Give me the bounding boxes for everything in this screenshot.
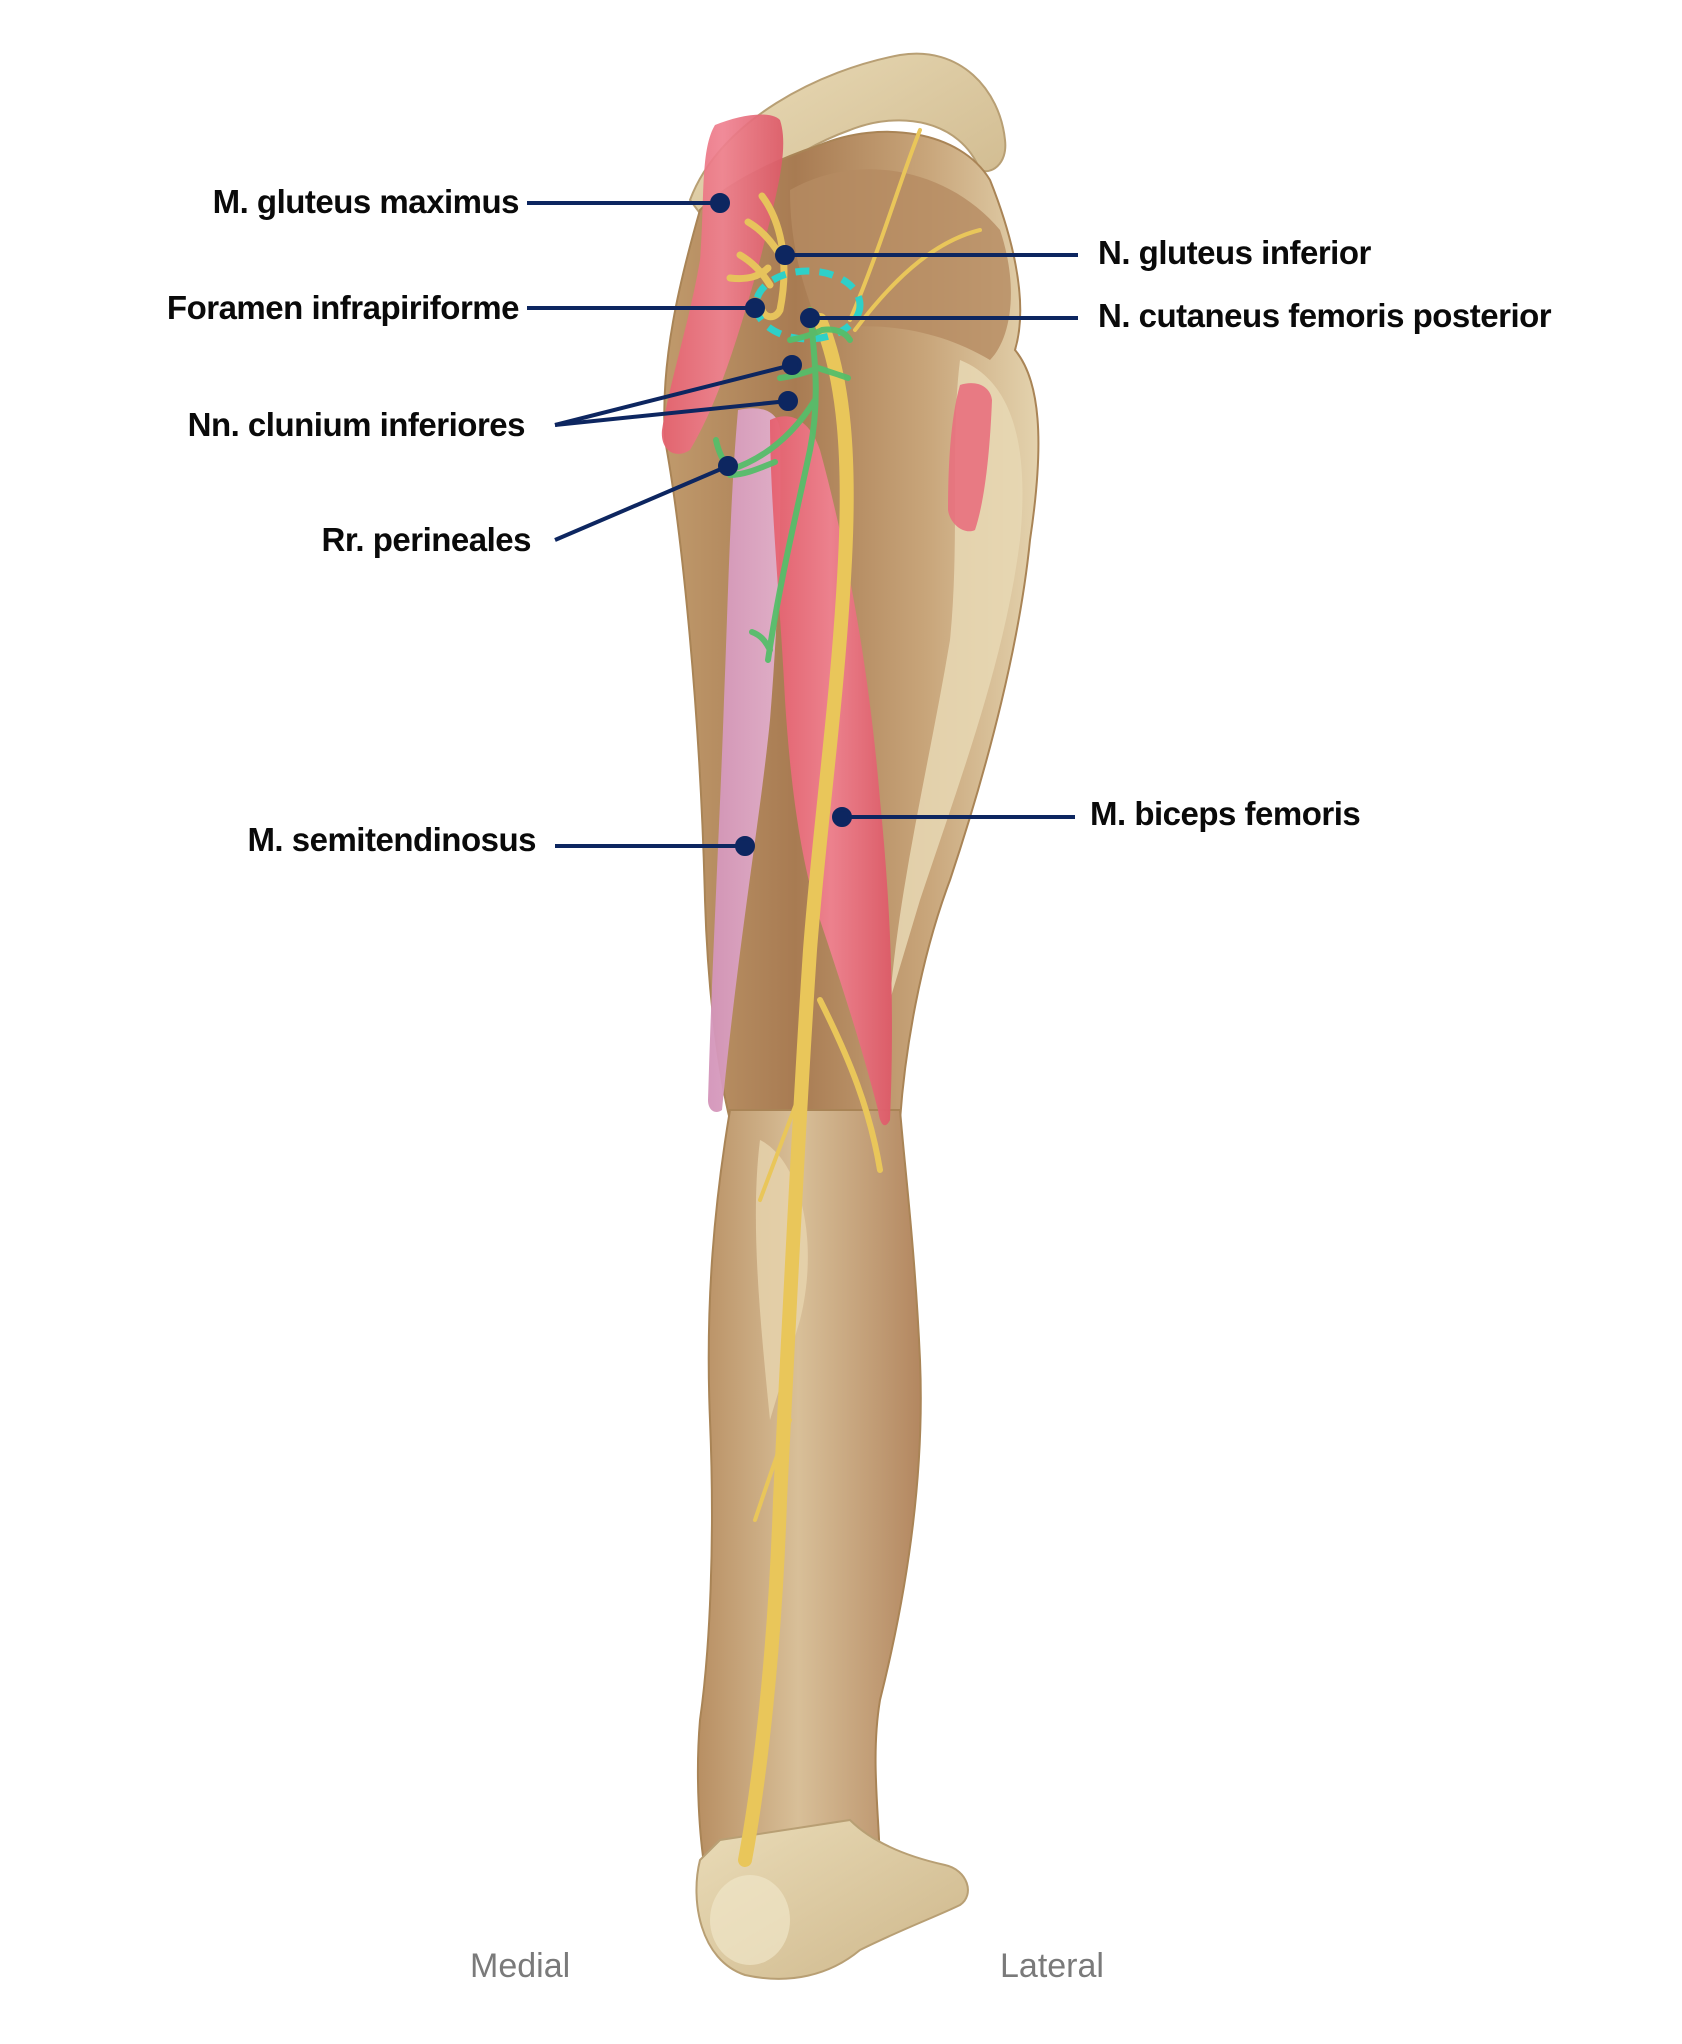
lateral-muscle-patch	[948, 383, 992, 532]
orientation-lateral: Lateral	[1000, 1947, 1104, 1985]
label-biceps-femoris: M. biceps femoris	[1090, 795, 1361, 832]
label-semitendinosus: M. semitendinosus	[247, 821, 536, 858]
sciatic-nerve	[738, 128, 982, 1867]
semitendinosus-muscle	[708, 408, 781, 1112]
foot-shape	[695, 1818, 969, 1980]
label-perineales: Rr. perineales	[321, 521, 532, 558]
label-gluteus-maximus: M. gluteus maximus	[212, 183, 520, 220]
orientation-medial: Medial	[470, 1947, 571, 1985]
label-foramen-infrapiriforme: Foramen infrapiriforme	[166, 289, 520, 326]
gluteus-maximus-muscle	[661, 114, 784, 454]
lower-leg-shape	[696, 1109, 922, 1871]
label-cutaneus-femoris-posterior: N. cutaneus femoris posterior	[1098, 297, 1552, 334]
label-gluteus-inferior: N. gluteus inferior	[1098, 234, 1371, 271]
foramen-infrapiriforme-outline	[752, 267, 864, 343]
label-clunium-inferiores: Nn. clunium inferiores	[187, 406, 526, 443]
leader-lines	[527, 193, 1078, 856]
